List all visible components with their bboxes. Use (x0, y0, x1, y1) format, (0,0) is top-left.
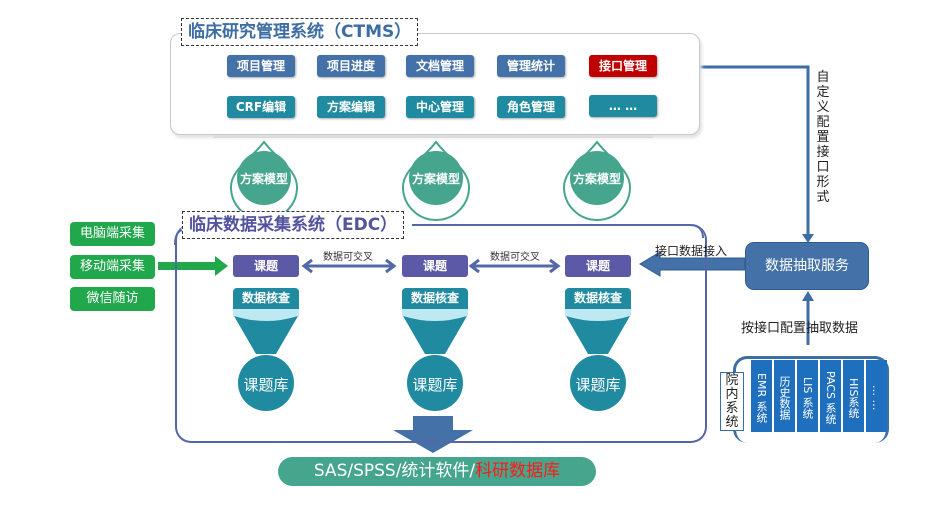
source-mobile[interactable]: 移动端采集 (70, 255, 155, 279)
system-pacs[interactable]: PACS 系统 (820, 360, 841, 432)
data-check-3[interactable]: 数据核查 (565, 288, 631, 309)
system-more[interactable]: … … (866, 360, 887, 432)
model-drop-2 (401, 140, 471, 221)
module-crf-edit[interactable]: CRF编辑 (227, 96, 295, 118)
cross-arrow-1 (301, 258, 397, 274)
output-highlight-text: 科研数据库 (475, 461, 561, 481)
source-pc[interactable]: 电脑端采集 (70, 222, 155, 246)
module-project-management[interactable]: 项目管理 (227, 55, 295, 77)
topic-2[interactable]: 课题 (402, 255, 468, 277)
system-history[interactable]: 历史数据 (774, 360, 795, 432)
edc-title: 临床数据采集系统（EDC） (182, 211, 405, 239)
model-label-3: 方案模型 (572, 172, 621, 186)
data-check-2[interactable]: 数据核查 (402, 288, 468, 309)
model-drop-3 (562, 140, 632, 221)
module-protocol-edit[interactable]: 方案编辑 (317, 96, 385, 118)
system-emr[interactable]: EMR 系统 (751, 360, 772, 432)
module-center-management[interactable]: 中心管理 (406, 96, 474, 118)
hospital-to-service-arrow (802, 291, 814, 301)
funnel-3 (565, 308, 631, 411)
module-more[interactable]: … … (589, 95, 657, 117)
module-interface-management[interactable]: 接口管理 (589, 55, 657, 77)
interface-arrow-head (802, 234, 814, 243)
interface-in-arrow (639, 251, 746, 277)
model-label-1: 方案模型 (239, 172, 288, 186)
source-wechat[interactable]: 微信随访 (70, 287, 155, 311)
interface-connector (655, 65, 810, 236)
extract-by-config-label: 按接口配置抽取数据 (741, 321, 859, 336)
source-arrow (158, 256, 228, 276)
ctms-title: 临床研究管理系统（CTMS） (181, 18, 419, 46)
system-lis[interactable]: LIS 系统 (797, 360, 818, 432)
system-his[interactable]: HIS系统 (843, 360, 864, 432)
topic-1[interactable]: 课题 (233, 255, 299, 277)
module-project-progress[interactable]: 项目进度 (317, 55, 385, 77)
topic-library-1: 课题库 (243, 376, 289, 394)
funnel-1 (233, 308, 299, 411)
topic-library-3: 课题库 (575, 376, 621, 394)
interface-in-label: 接口数据接入 (655, 244, 728, 258)
module-document-management[interactable]: 文档管理 (406, 55, 474, 77)
output-main-text: SAS/SPSS/统计软件/ (313, 461, 476, 481)
cross-arrow-2 (468, 258, 561, 274)
data-check-1[interactable]: 数据核查 (233, 288, 299, 309)
model-label-2: 方案模型 (411, 172, 460, 186)
module-role-management[interactable]: 角色管理 (497, 96, 565, 118)
ctms-shadow-bar (213, 134, 653, 138)
custom-interface-label: 自定义配置接口形式 (816, 70, 830, 205)
topic-3[interactable]: 课题 (565, 255, 631, 277)
output-destination: SAS/SPSS/统计软件/科研数据库 (278, 457, 596, 486)
output-arrow (393, 416, 473, 453)
hospital-label: 院内系统 (720, 372, 744, 431)
data-extraction-service[interactable]: 数据抽取服务 (745, 242, 869, 290)
funnel-2 (402, 308, 468, 411)
edc-frame (175, 224, 707, 443)
topic-library-2: 课题库 (412, 376, 458, 394)
cross-label-1: 数据可交叉 (323, 252, 373, 263)
module-management-statistics[interactable]: 管理统计 (497, 55, 565, 77)
cross-label-2: 数据可交叉 (490, 252, 540, 263)
ctms-frame (170, 33, 700, 135)
